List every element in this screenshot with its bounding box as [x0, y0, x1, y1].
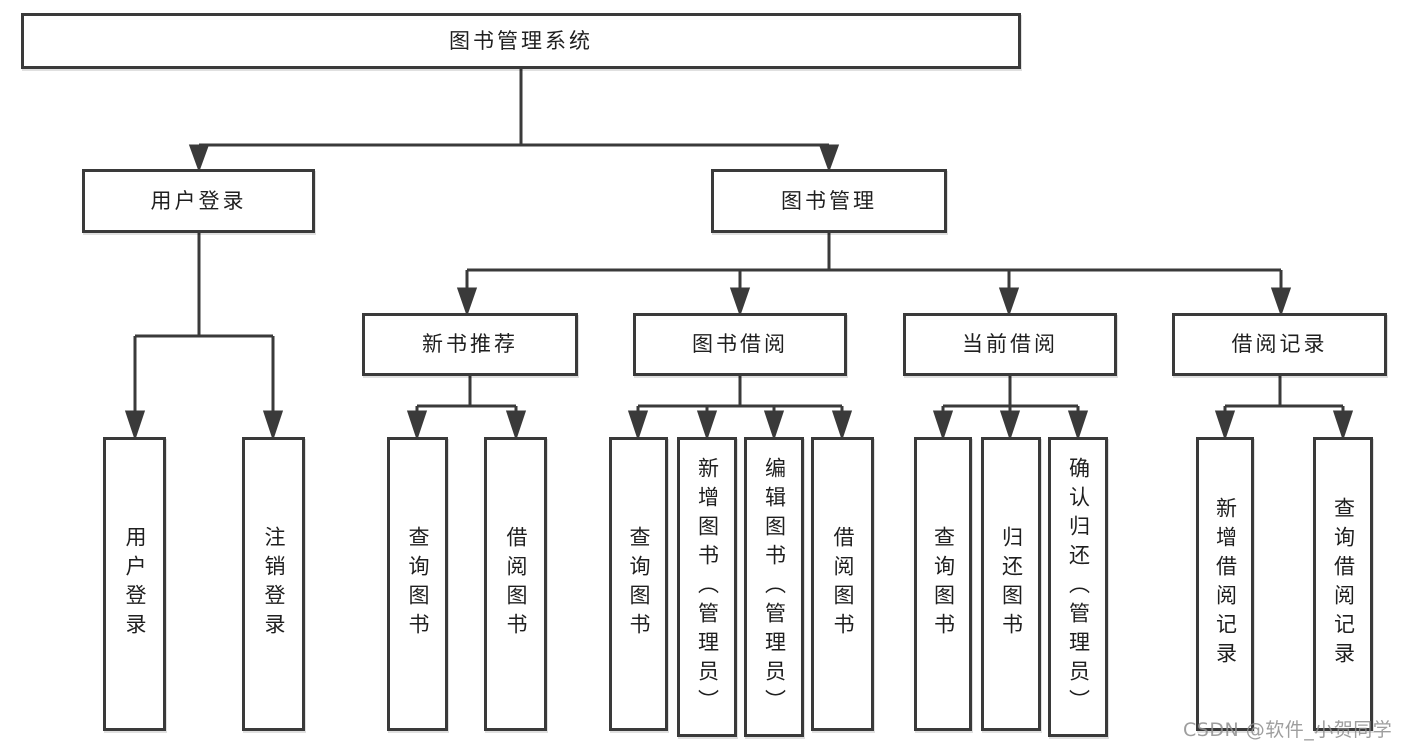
node-leaf-recommend-query-book: 查询图书: [387, 437, 448, 731]
node-label: 图书管理系统: [449, 28, 593, 53]
node-label: 查询图书: [627, 526, 651, 642]
node-label: 注销登录: [262, 526, 286, 642]
node-leaf-current-return-book: 归还图书: [981, 437, 1041, 731]
node-user-login: 用户登录: [82, 169, 315, 233]
node-label: 编辑图书（管理员）: [762, 456, 787, 718]
arrow-icon: [505, 410, 527, 441]
node-label: 查询图书: [931, 526, 956, 642]
arrow-icon: [406, 410, 428, 441]
node-leaf-recommend-borrow-book: 借阅图书: [484, 437, 547, 731]
arrow-icon: [627, 410, 649, 441]
arrow-icon: [932, 410, 954, 441]
node-label: 图书管理: [781, 188, 877, 213]
node-leaf-borrow-borrow-book: 借阅图书: [811, 437, 874, 731]
node-book-borrow: 图书借阅: [633, 313, 847, 376]
connector-path: [133, 233, 275, 418]
arrow-icon: [763, 410, 785, 441]
connector-new-book-recommend-children: [406, 376, 527, 441]
connector-book-borrow-children: [627, 376, 853, 441]
node-new-book-recommend: 新书推荐: [362, 313, 578, 376]
node-library-management-system: 图书管理系统: [21, 13, 1021, 69]
connector-user-login-children: [124, 233, 284, 441]
connector-path: [197, 69, 831, 150]
node-label: 借阅图书: [831, 526, 855, 642]
arrow-icon: [262, 410, 284, 441]
node-label: 借阅记录: [1231, 332, 1328, 356]
arrow-icon: [456, 287, 478, 317]
node-label: 确认归还（管理员）: [1066, 456, 1091, 718]
arrow-icon: [1332, 410, 1354, 441]
node-label: 借阅图书: [504, 526, 528, 642]
node-leaf-records-add-record: 新增借阅记录: [1196, 437, 1254, 731]
node-label: 归还图书: [999, 526, 1024, 642]
node-label: 新书推荐: [422, 332, 518, 356]
connector-root-to-level2: [188, 69, 840, 173]
arrow-icon: [696, 410, 718, 441]
arrow-icon: [1067, 410, 1089, 441]
node-label: 用户登录: [150, 188, 247, 213]
node-leaf-borrow-edit-book-admin: 编辑图书（管理员）: [744, 437, 804, 737]
node-label: 查询图书: [406, 526, 430, 642]
node-leaf-records-query-record: 查询借阅记录: [1313, 437, 1373, 731]
arrow-icon: [729, 287, 751, 317]
node-label: 查询借阅记录: [1331, 497, 1356, 671]
node-leaf-current-query-book: 查询图书: [914, 437, 972, 731]
arrow-icon: [1214, 410, 1236, 441]
connector-current-borrow-children: [932, 376, 1089, 441]
node-leaf-user-login: 用户登录: [103, 437, 166, 731]
arrow-icon: [999, 410, 1021, 441]
node-label: 用户登录: [123, 526, 147, 642]
node-borrow-records: 借阅记录: [1172, 313, 1387, 376]
node-label: 当前借阅: [962, 332, 1058, 356]
node-current-borrow: 当前借阅: [903, 313, 1117, 376]
node-label: 图书借阅: [692, 332, 788, 356]
arrow-icon: [124, 410, 146, 441]
connector-path: [415, 376, 518, 418]
node-leaf-logout: 注销登录: [242, 437, 305, 731]
arrow-icon: [998, 287, 1020, 317]
arrow-icon: [831, 410, 853, 441]
connector-path: [1223, 376, 1345, 418]
node-label: 新增借阅记录: [1213, 497, 1238, 671]
connector-path: [636, 376, 844, 418]
connector-borrow-records-children: [1214, 376, 1354, 441]
node-book-management: 图书管理: [711, 169, 947, 233]
arrow-icon: [818, 144, 840, 173]
node-label: 新增图书（管理员）: [695, 456, 720, 718]
arrow-icon: [188, 144, 210, 173]
arrow-icon: [1270, 287, 1292, 317]
node-leaf-borrow-query-book: 查询图书: [609, 437, 668, 731]
node-leaf-current-confirm-return-admin: 确认归还（管理员）: [1048, 437, 1108, 737]
node-leaf-borrow-add-book-admin: 新增图书（管理员）: [677, 437, 737, 737]
csdn-watermark: CSDN @软件_小贺同学: [1183, 719, 1393, 741]
connector-path: [465, 233, 1283, 294]
connector-book-management-children: [456, 233, 1292, 317]
